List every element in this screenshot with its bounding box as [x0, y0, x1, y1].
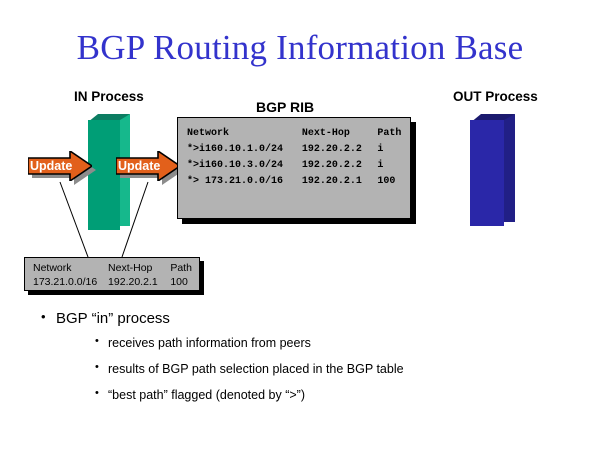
update-arrow-label: Update	[118, 159, 161, 173]
column-header-path: Path	[170, 262, 192, 274]
in-process-label: IN Process	[74, 89, 144, 104]
out-process-block-side	[504, 114, 515, 222]
out-process-label: OUT Process	[453, 89, 538, 104]
table-row: *>i160.10.3.0/24 192.20.2.2 i	[187, 158, 410, 174]
cell-path: i	[377, 160, 384, 171]
update-detail-panel: Network Next-Hop Path 173.21.0.0/16 192.…	[24, 257, 200, 291]
bullet-level2-results: results of BGP path selection placed in …	[95, 361, 560, 376]
table-header-row: Network Next-Hop Path	[187, 126, 410, 142]
table-row: 173.21.0.0/16 192.20.2.1 100	[33, 275, 199, 289]
column-header-network: Network	[187, 128, 230, 139]
bgp-rib-table-panel: Network Next-Hop Path *>i160.10.1.0/24 1…	[177, 117, 411, 219]
update-arrow-label: Update	[30, 159, 73, 173]
cell-path: 100	[377, 176, 396, 187]
cell-network: *>i160.10.3.0/24	[187, 160, 284, 171]
in-process-block-front	[88, 120, 120, 230]
update-detail-table: Network Next-Hop Path 173.21.0.0/16 192.…	[33, 261, 199, 289]
update-arrow-outline	[116, 151, 180, 181]
cell-network: *> 173.21.0.0/16	[187, 176, 284, 187]
bgp-rib-label: BGP RIB	[256, 99, 315, 115]
column-header-next-hop: Next-Hop	[108, 262, 153, 274]
out-process-block	[470, 110, 518, 228]
column-header-path: Path	[377, 128, 402, 139]
column-header-next-hop: Next-Hop	[301, 128, 350, 139]
table-row: *>i160.10.1.0/24 192.20.2.2 i	[187, 142, 410, 158]
cell-next-hop: 192.20.2.2	[301, 160, 362, 171]
cell-network: *>i160.10.1.0/24	[187, 144, 284, 155]
column-header-network: Network	[33, 262, 72, 274]
cell-path: i	[377, 144, 384, 155]
update-arrow-to-rib[interactable]: Update	[116, 151, 184, 185]
out-process-block-front	[470, 120, 504, 226]
cell-next-hop: 192.20.2.2	[301, 144, 362, 155]
update-arrow-outline	[28, 151, 92, 181]
cell-network: 173.21.0.0/16	[33, 276, 98, 288]
out-process-block-top	[470, 114, 515, 123]
update-arrow-inbound[interactable]: Update	[28, 151, 96, 185]
in-process-block-top	[88, 114, 130, 122]
cell-next-hop: 192.20.2.1	[108, 276, 158, 288]
bullet-list: BGP “in” process receives path informati…	[40, 309, 560, 414]
cell-path: 100	[170, 276, 188, 288]
bgp-rib-table: Network Next-Hop Path *>i160.10.1.0/24 1…	[187, 126, 410, 190]
page-title: BGP Routing Information Base	[76, 28, 524, 67]
table-header-row: Network Next-Hop Path	[33, 261, 199, 275]
cell-next-hop: 192.20.2.1	[301, 176, 362, 187]
table-row: *> 173.21.0.0/16 192.20.2.1 100	[187, 174, 410, 190]
bullet-level2-receives: receives path information from peers	[95, 335, 560, 350]
bullet-level1: BGP “in” process	[41, 309, 560, 327]
bullet-level2-best-path: “best path” flagged (denoted by “>”)	[95, 387, 560, 402]
